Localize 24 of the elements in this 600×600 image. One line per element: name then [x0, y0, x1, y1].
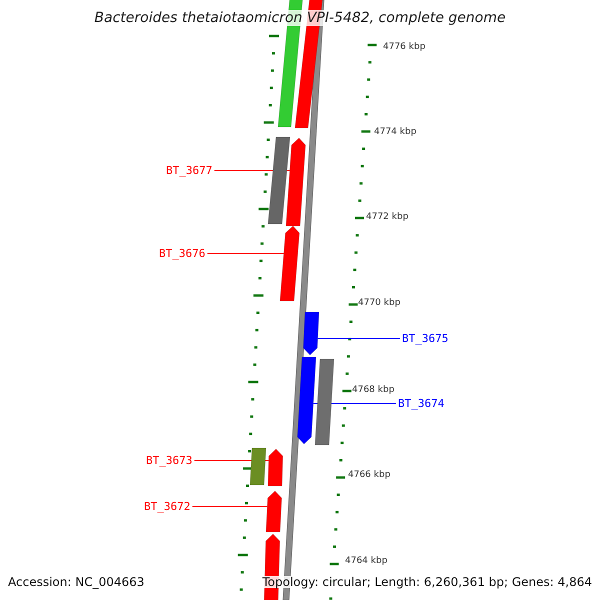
leader-line	[317, 338, 400, 339]
gene-feature	[286, 138, 306, 226]
gene-feature	[250, 448, 266, 486]
gene-label: BT_3675	[402, 333, 448, 344]
scale-label: 4770 kbp	[358, 299, 400, 308]
gene-label: BT_3677	[166, 165, 212, 176]
gene-feature	[268, 136, 290, 224]
scale-label: 4764 kbp	[345, 557, 388, 566]
scale-label: 4772 kbp	[366, 213, 408, 222]
gene-label: BT_3674	[398, 398, 444, 409]
scale-label: 4776 kbp	[383, 43, 426, 52]
gene-feature	[314, 358, 334, 446]
scale-label: 4768 kbp	[352, 386, 394, 395]
gene-label: BT_3672	[144, 501, 190, 512]
leader-line	[192, 506, 268, 507]
gene-label: BT_3676	[159, 248, 206, 259]
scale-label: 4766 kbp	[348, 471, 390, 480]
leader-line	[206, 253, 284, 254]
gene-feature	[280, 226, 300, 302]
gene-feature	[303, 312, 320, 356]
scale-label: 4774 kbp	[374, 128, 416, 137]
accession-text: Accession: NC_004663	[8, 576, 144, 588]
genome-info-text: Topology: circular; Length: 6,260,361 bp; Genes: 4,864	[262, 576, 592, 588]
gene-label: BT_3673	[146, 455, 192, 466]
